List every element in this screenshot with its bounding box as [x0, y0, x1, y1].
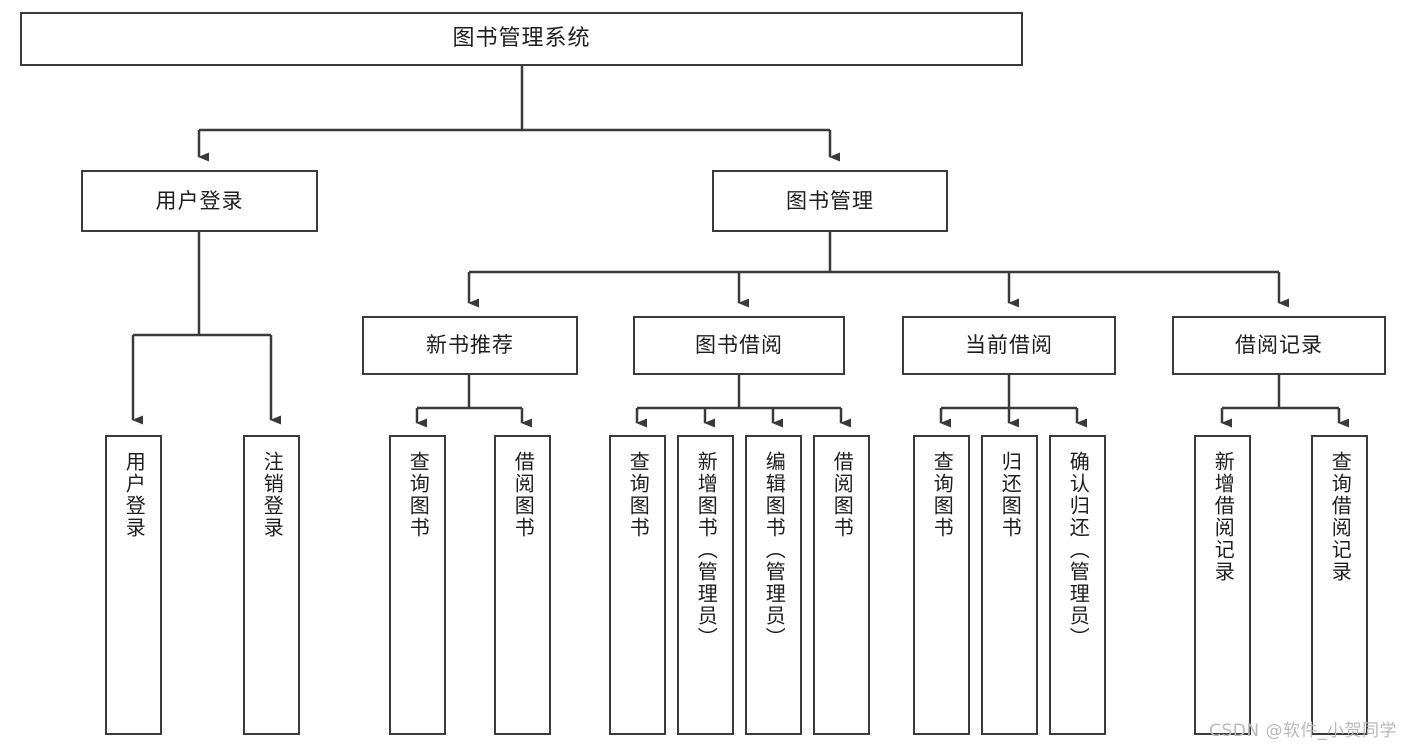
leaf-edit-book-admin[interactable]: 编辑图书（管理员） — [745, 435, 802, 735]
leaf-confirm-return-admin[interactable]: 确认归还（管理员） — [1049, 435, 1106, 735]
node-label: 注销登录 — [260, 451, 285, 539]
node-label: 新增图书（管理员） — [694, 451, 719, 649]
leaf-borrow-book-recommend[interactable]: 借阅图书 — [494, 435, 551, 735]
watermark-credit: CSDN @软件_小贺同学 — [1209, 721, 1397, 741]
leaf-query-book-borrow[interactable]: 查询图书 — [609, 435, 666, 735]
node-label: 新增借阅记录 — [1211, 451, 1236, 583]
node-label: 借阅记录 — [1235, 333, 1323, 358]
node-label: 图书管理系统 — [452, 26, 591, 52]
node-label: 查询借阅记录 — [1328, 451, 1353, 583]
leaf-logout[interactable]: 注销登录 — [243, 435, 300, 735]
node-book-management[interactable]: 图书管理 — [712, 170, 948, 232]
node-user-login[interactable]: 用户登录 — [81, 170, 318, 232]
node-label: 图书借阅 — [695, 333, 783, 358]
node-label: 查询图书 — [930, 451, 955, 539]
leaf-query-book-recommend[interactable]: 查询图书 — [389, 435, 446, 735]
node-label: 归还图书 — [998, 451, 1023, 539]
node-label: 新书推荐 — [426, 333, 514, 358]
node-label: 查询图书 — [626, 451, 651, 539]
node-label: 图书管理 — [786, 188, 874, 213]
node-label: 用户登录 — [122, 451, 147, 539]
leaf-user-login[interactable]: 用户登录 — [105, 435, 162, 735]
node-label: 当前借阅 — [965, 333, 1053, 358]
leaf-borrow-book[interactable]: 借阅图书 — [813, 435, 870, 735]
node-root-system[interactable]: 图书管理系统 — [20, 12, 1023, 66]
node-label: 查询图书 — [406, 451, 431, 539]
node-new-book-recommend[interactable]: 新书推荐 — [362, 316, 578, 375]
leaf-query-book-current[interactable]: 查询图书 — [913, 435, 970, 735]
node-label: 借阅图书 — [830, 451, 855, 539]
leaf-return-book[interactable]: 归还图书 — [981, 435, 1038, 735]
node-label: 用户登录 — [155, 188, 244, 213]
node-book-borrow[interactable]: 图书借阅 — [633, 316, 845, 375]
leaf-add-book-admin[interactable]: 新增图书（管理员） — [677, 435, 734, 735]
node-label: 编辑图书（管理员） — [762, 451, 787, 649]
leaf-add-borrow-record[interactable]: 新增借阅记录 — [1194, 435, 1251, 735]
node-label: 确认归还（管理员） — [1066, 451, 1091, 649]
leaf-query-borrow-record[interactable]: 查询借阅记录 — [1311, 435, 1368, 735]
node-borrow-record[interactable]: 借阅记录 — [1172, 316, 1386, 375]
node-label: 借阅图书 — [511, 451, 536, 539]
node-current-borrow[interactable]: 当前借阅 — [902, 316, 1116, 375]
